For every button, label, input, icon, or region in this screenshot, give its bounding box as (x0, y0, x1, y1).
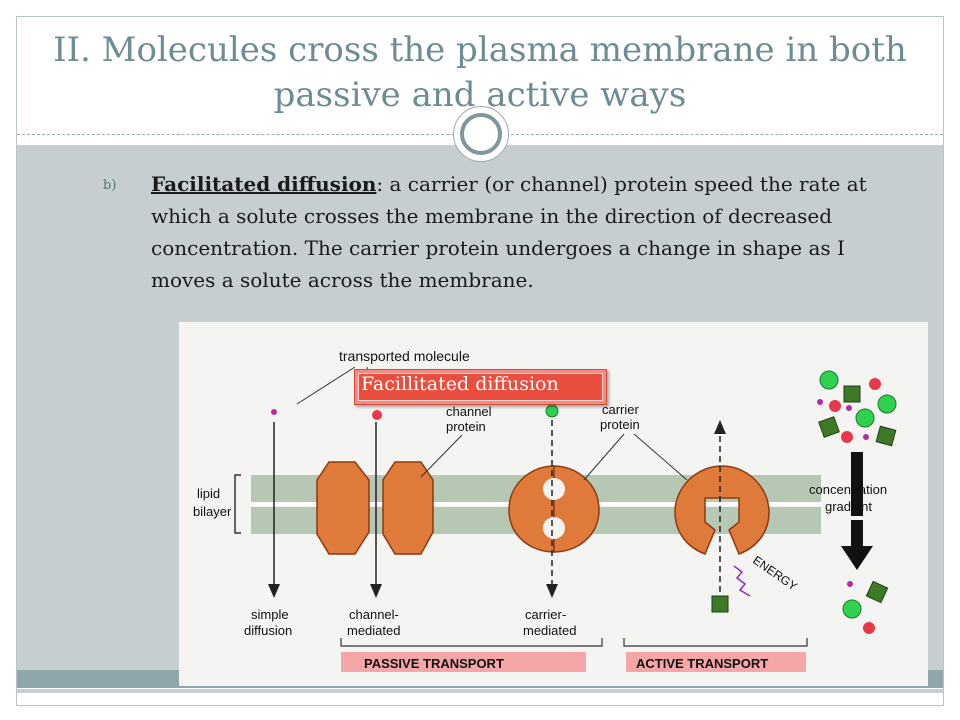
bilayer-bracket (234, 474, 241, 534)
gradient-square-3 (875, 425, 897, 447)
bullet-term: Facilitated diffusion (151, 172, 377, 196)
simple-label-2: diffusion (244, 623, 292, 638)
simple-label-1: simple (251, 607, 289, 622)
carrier-protein-label-2: protein (600, 417, 640, 432)
gradient-arrow-top (851, 452, 863, 516)
channel-label-1: channel- (349, 607, 399, 622)
channel-protein-label-1: channel (446, 404, 492, 419)
membrane-transport-diagram: lipid bilayer simple diffusion transport… (193, 348, 897, 672)
active-transport-label: ACTIVE TRANSPORT (636, 656, 768, 671)
slide-title: II. Molecules cross the plasma membrane … (53, 30, 907, 115)
simple-arrowhead (268, 584, 280, 598)
carrier-arrowhead (546, 584, 558, 598)
pointer-line-1 (296, 366, 356, 405)
carrier-label-1: carrier- (525, 607, 566, 622)
gradient-arrow-bottom (851, 520, 863, 548)
facilitated-diffusion-callout: Facillitated diffusion (354, 369, 607, 405)
passive-transport-label: PASSIVE TRANSPORT (364, 656, 504, 671)
gradient-purple-4 (847, 581, 853, 587)
gradient-purple-3 (863, 434, 869, 440)
gradient-green-3 (855, 408, 875, 428)
active-arrowhead (714, 420, 726, 434)
gradient-red-4 (863, 622, 875, 634)
active-carrier (674, 465, 770, 555)
bilayer-label: bilayer (193, 504, 232, 519)
carrier-right-half (553, 465, 600, 553)
gradient-purple-2 (846, 405, 852, 411)
gradient-square-1 (843, 385, 861, 403)
carrier-left-half (508, 465, 555, 553)
channel-pointer (420, 434, 463, 478)
carrier-protein-label-1: carrier (602, 402, 640, 417)
gradient-purple-1 (817, 399, 823, 405)
channel-protein-left (316, 461, 370, 555)
carrier-label-2: mediated (523, 623, 576, 638)
callout-inner (358, 373, 603, 401)
footer-line (17, 689, 943, 693)
gradient-green-1 (819, 370, 839, 390)
green-molecule (545, 404, 559, 418)
decorative-ring-inner (460, 113, 502, 155)
transported-molecule-label: transported molecule (339, 348, 470, 364)
carrier-pocket-top (543, 478, 565, 500)
channel-protein-right (382, 461, 434, 555)
slide-frame (16, 16, 944, 706)
concentration-label-2: gradient (825, 499, 872, 514)
active-bracket (623, 638, 808, 647)
gradient-red-2 (829, 400, 841, 412)
callout-label: Facillitated diffusion (361, 373, 559, 395)
gradient-arrowhead (841, 546, 873, 570)
gradient-square-4 (865, 580, 889, 604)
energy-zigzag (733, 565, 751, 597)
gradient-square-2 (818, 416, 840, 438)
gradient-red-1 (869, 378, 881, 390)
red-molecule (372, 410, 382, 420)
carrier-pointer-1 (583, 433, 625, 481)
small-molecule (271, 409, 277, 415)
passive-transport-bar (341, 652, 586, 672)
active-square-molecule (711, 595, 729, 613)
channel-protein-label-2: protein (446, 419, 486, 434)
gradient-green-2 (877, 394, 897, 414)
bullet-paragraph: Facilitated diffusion: a carrier (or cha… (151, 168, 911, 296)
membrane-transport-figure: lipid bilayer simple diffusion transport… (179, 322, 928, 686)
lipid-label: lipid (197, 486, 220, 501)
active-transport-bar (626, 652, 806, 672)
channel-label-2: mediated (347, 623, 400, 638)
gradient-red-3 (841, 431, 853, 443)
channel-arrowhead (370, 584, 382, 598)
bullet-body: : a carrier (or channel) protein speed t… (151, 172, 867, 292)
bullet-marker: b) (103, 178, 117, 193)
carrier-pocket-bottom (543, 517, 565, 539)
decorative-ring-icon (453, 106, 509, 162)
carrier-pointer-2 (633, 433, 688, 481)
concentration-label-1: concentration (809, 482, 887, 497)
gradient-green-4 (842, 599, 862, 619)
passive-bracket (340, 638, 603, 647)
energy-label: ENERGY (750, 553, 800, 594)
